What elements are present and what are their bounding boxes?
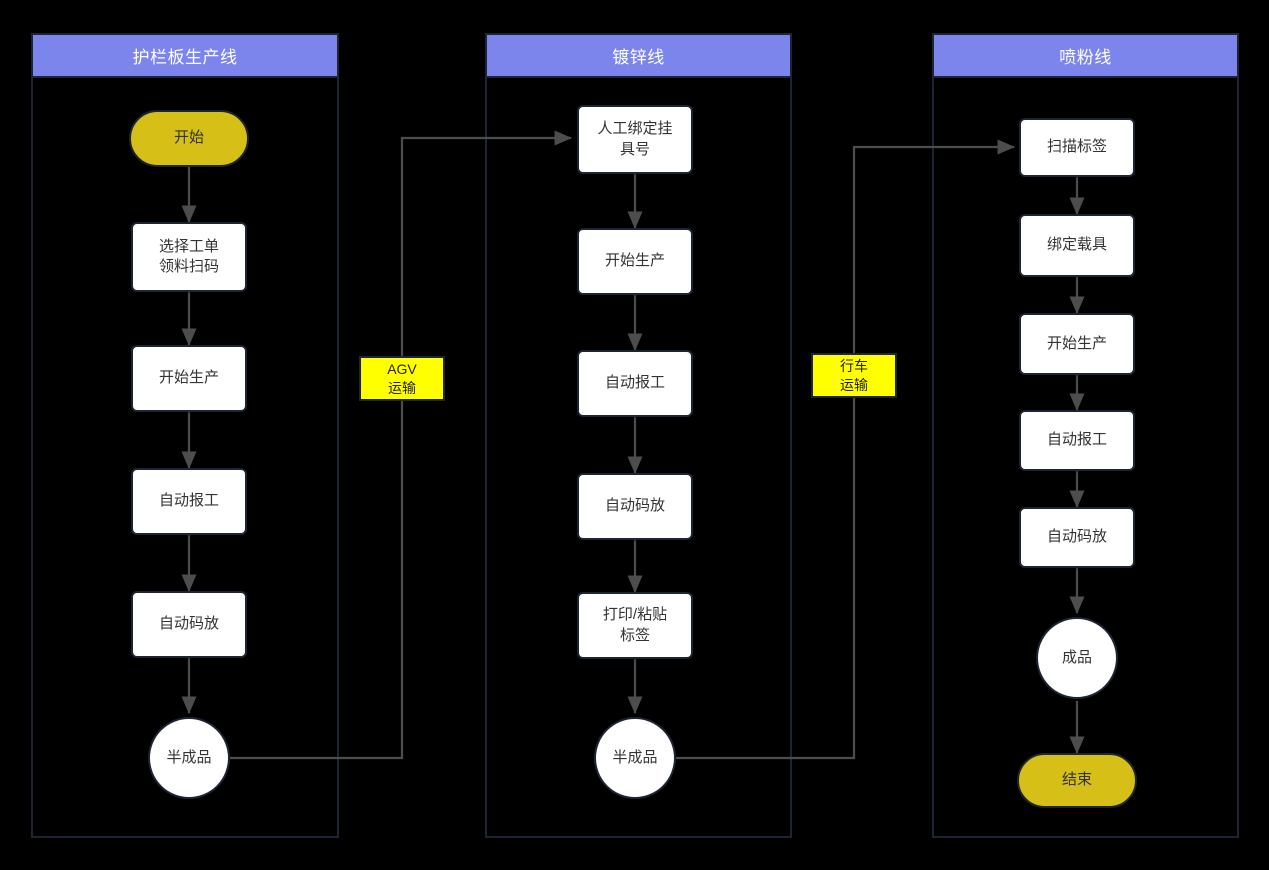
node-start-production-l2[interactable]: 开始生产 — [577, 228, 693, 295]
node-select-workorder[interactable]: 选择工单领料扫码 — [131, 222, 247, 292]
node-bind-carrier[interactable]: 绑定载具 — [1019, 214, 1135, 277]
node-label: 开始 — [173, 129, 204, 147]
node-start-production-l3[interactable]: 开始生产 — [1019, 313, 1135, 375]
node-label: 绑定载具 — [1046, 236, 1107, 254]
node-label: 自动报工 — [1046, 431, 1107, 449]
node-label: 半成品 — [612, 748, 658, 766]
node-auto-stack-l3[interactable]: 自动码放 — [1019, 507, 1135, 568]
node-label: 打印/粘贴标签 — [602, 606, 668, 644]
node-auto-report-l1[interactable]: 自动报工 — [131, 468, 247, 535]
node-manual-bind-hanger[interactable]: 人工绑定挂具号 — [577, 105, 693, 174]
edge-agv-transport — [230, 130, 573, 760]
node-finished-product[interactable]: 成品 — [1036, 617, 1118, 699]
swimlane-header-powder: 喷粉线 — [932, 33, 1239, 78]
node-start-production-l1[interactable]: 开始生产 — [131, 345, 247, 412]
node-label: 成品 — [1061, 648, 1092, 666]
node-end[interactable]: 结束 — [1017, 753, 1137, 808]
node-print-label[interactable]: 打印/粘贴标签 — [577, 592, 693, 659]
node-label: 自动码放 — [604, 497, 665, 515]
swimlane-title-guardrail: 护栏板生产线 — [132, 48, 238, 67]
node-label: 自动报工 — [158, 492, 219, 510]
node-label: 开始生产 — [604, 252, 665, 270]
node-label: 自动报工 — [604, 374, 665, 392]
transport-label-line2: 运输 — [840, 376, 868, 393]
node-label: 结束 — [1061, 771, 1092, 789]
transport-label-line2: 运输 — [388, 379, 416, 396]
swimlane-title-powder: 喷粉线 — [1059, 48, 1112, 67]
node-label: 开始生产 — [158, 369, 219, 387]
node-semi-finished-l2[interactable]: 半成品 — [594, 717, 676, 799]
edge-crane-transport — [676, 139, 1016, 760]
node-start[interactable]: 开始 — [129, 110, 249, 167]
node-semi-finished-l1[interactable]: 半成品 — [148, 717, 230, 799]
swimlane-header-guardrail: 护栏板生产线 — [31, 33, 339, 78]
node-label: 人工绑定挂具号 — [597, 120, 673, 158]
node-auto-report-l3[interactable]: 自动报工 — [1019, 410, 1135, 471]
node-auto-stack-l1[interactable]: 自动码放 — [131, 591, 247, 658]
transport-label-line1: AGV — [387, 361, 417, 378]
transport-label-agv[interactable]: AGV 运输 — [359, 356, 445, 401]
node-label: 扫描标签 — [1046, 138, 1107, 156]
transport-label-line1: 行车 — [840, 358, 868, 375]
swimlane-header-galvanize: 镀锌线 — [485, 33, 792, 78]
node-label: 半成品 — [166, 748, 212, 766]
node-label: 自动码放 — [1046, 528, 1107, 546]
node-auto-report-l2[interactable]: 自动报工 — [577, 350, 693, 417]
node-auto-stack-l2[interactable]: 自动码放 — [577, 473, 693, 540]
node-label: 自动码放 — [158, 615, 219, 633]
node-label: 选择工单领料扫码 — [158, 237, 219, 275]
node-scan-label[interactable]: 扫描标签 — [1019, 118, 1135, 177]
node-label: 开始生产 — [1046, 334, 1107, 352]
transport-label-crane[interactable]: 行车 运输 — [811, 353, 897, 398]
swimlane-title-galvanize: 镀锌线 — [612, 48, 665, 67]
